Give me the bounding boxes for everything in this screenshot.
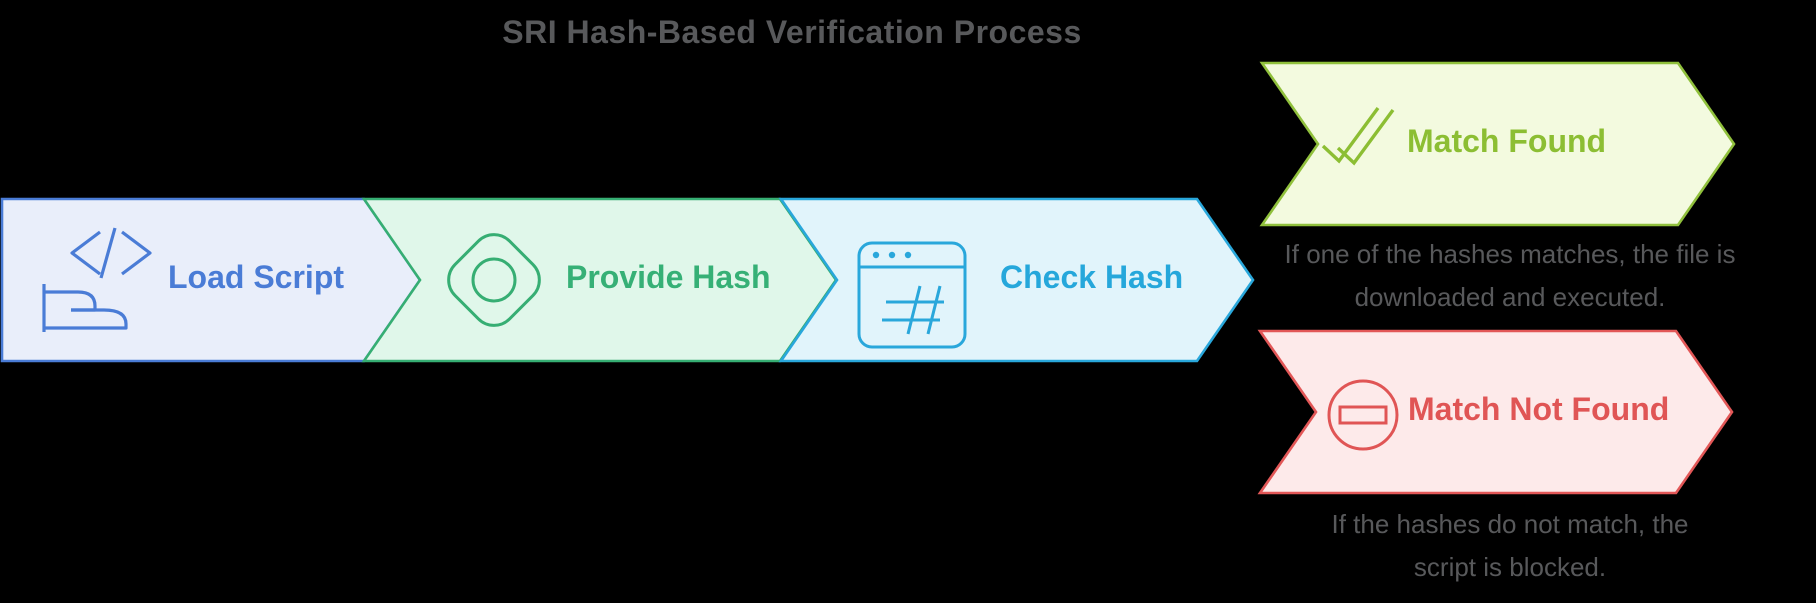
browser-hash-icon xyxy=(857,241,967,349)
code-script-icon xyxy=(42,227,152,332)
outcome-match-found-label: Match Found xyxy=(1407,123,1607,159)
match-not-found-description-line1: If the hashes do not match, the xyxy=(1331,509,1689,539)
outcome-match-not-found-shape xyxy=(1257,329,1734,495)
no-entry-icon xyxy=(1327,379,1399,451)
match-not-found-description: If the hashes do not match, the script i… xyxy=(1190,503,1816,589)
match-found-description-line2: downloaded and executed. xyxy=(1354,282,1666,312)
match-not-found-description-line2: script is blocked. xyxy=(1413,552,1607,582)
outcome-match-found-shape xyxy=(1259,61,1736,227)
step-provide-hash-label: Provide Hash xyxy=(566,259,771,295)
outcome-match-not-found-label: Match Not Found xyxy=(1408,391,1670,427)
match-found-description: If one of the hashes matches, the file i… xyxy=(1190,233,1816,319)
match-found-description-line1: If one of the hashes matches, the file i… xyxy=(1284,239,1736,269)
step-check-hash-label: Check Hash xyxy=(1000,259,1184,295)
seal-badge-icon xyxy=(447,233,541,327)
double-check-icon xyxy=(1321,106,1395,166)
diagram-title: SRI Hash-Based Verification Process xyxy=(502,14,1082,50)
step-load-script-label: Load Script xyxy=(168,259,345,295)
